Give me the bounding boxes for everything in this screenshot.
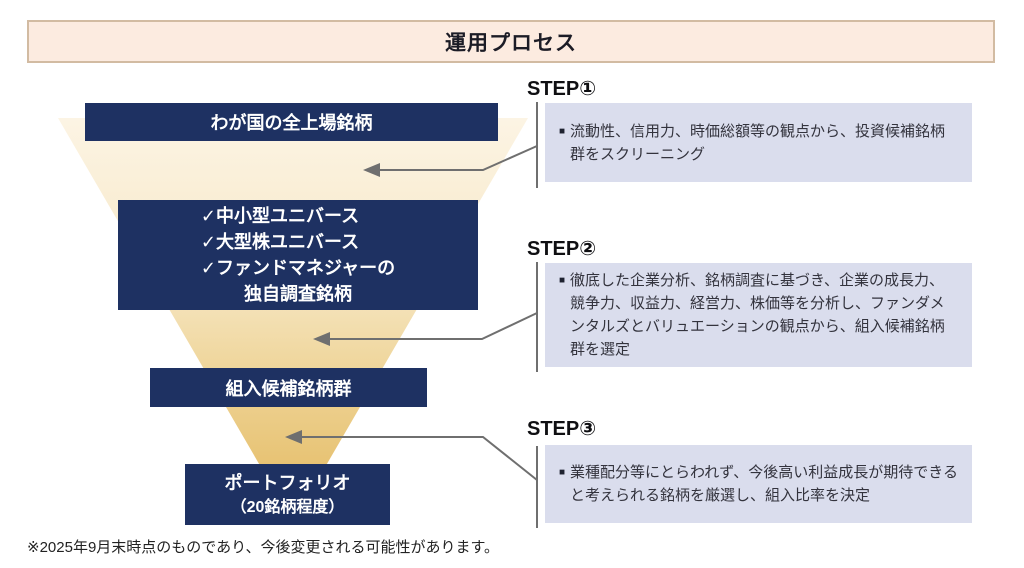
step-2-text: 徹底した企業分析、銘柄調査に基づき、企業の成長力、競争力、収益力、経営力、株価等… — [570, 272, 945, 358]
stage-label: ポートフォリオ — [224, 472, 351, 493]
stage-line: ✓中小型ユニバース — [200, 206, 360, 226]
stage-label: わが国の全上場銘柄 — [210, 113, 373, 133]
title-bar: 運用プロセス — [27, 20, 995, 63]
square-bullet-icon: ■ — [559, 125, 566, 137]
funnel-stage-portfolio: ポートフォリオ （20銘柄程度） — [185, 464, 390, 525]
step-3-description-box: ■ 業種配分等にとらわれず、今後高い利益成長が期待できると考えられる銘柄を厳選し… — [545, 445, 972, 523]
stage-label: 組入候補銘柄群 — [225, 378, 352, 399]
square-bullet-icon: ■ — [559, 467, 566, 478]
step-2-description-box: ■ 徹底した企業分析、銘柄調査に基づき、企業の成長力、競争力、収益力、経営力、株… — [545, 263, 972, 367]
stage-line: ✓大型株ユニバース — [200, 232, 360, 252]
funnel-stage-universe: ✓中小型ユニバース ✓大型株ユニバース ✓ファンドマネジャーの 独自調査銘柄 — [118, 200, 478, 310]
funnel-stage-all-listed: わが国の全上場銘柄 — [85, 103, 498, 141]
step-3-label: STEP③ — [527, 418, 597, 440]
square-bullet-icon: ■ — [559, 275, 566, 286]
page-title: 運用プロセス — [445, 31, 577, 55]
step-3-text: 業種配分等にとらわれず、今後高い利益成長が期待できると考えられる銘柄を厳選し、組… — [570, 464, 958, 504]
step-1-label: STEP① — [527, 78, 597, 100]
stage-line: ✓ファンドマネジャーの — [200, 258, 396, 278]
step-1-text: 流動性、信用力、時価総額等の観点から、投資候補銘柄群をスクリーニング — [570, 122, 946, 163]
funnel-stage-candidates: 組入候補銘柄群 — [150, 368, 427, 407]
stage-sublabel: （20銘柄程度） — [230, 498, 345, 516]
step-1-description-box: ■ 流動性、信用力、時価総額等の観点から、投資候補銘柄群をスクリーニング — [545, 103, 972, 182]
stage-line: 独自調査銘柄 — [244, 284, 352, 304]
footnote: ※2025年9月末時点のものであり、今後変更される可能性があります。 — [27, 539, 500, 556]
step-2-label: STEP② — [527, 238, 597, 260]
